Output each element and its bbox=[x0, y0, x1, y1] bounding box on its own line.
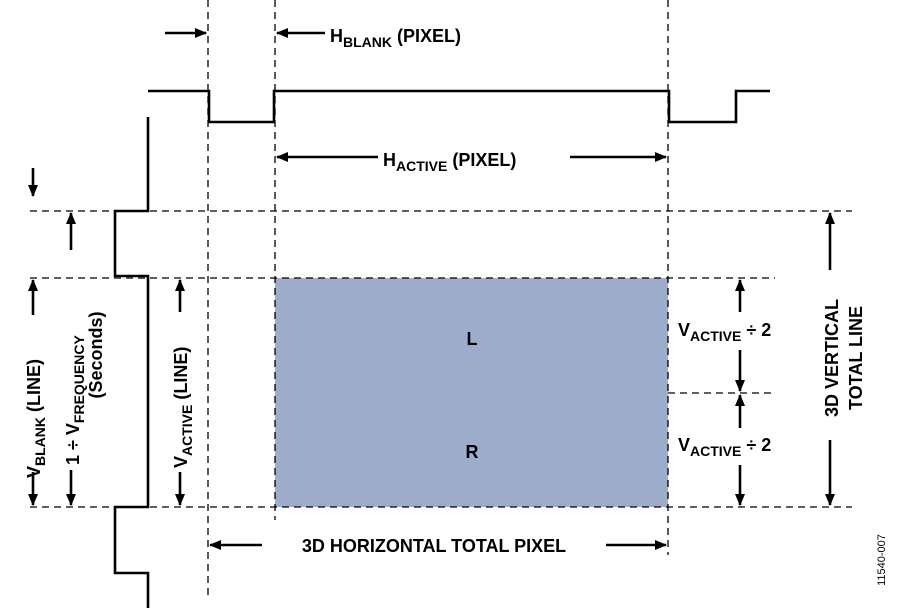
active-area-right bbox=[275, 393, 668, 507]
half-upper-label: VACTIVE ÷ 2 bbox=[678, 320, 771, 344]
vertical-total-label-line1: 3D VERTICAL bbox=[822, 299, 842, 417]
right-frame-label: R bbox=[466, 442, 479, 462]
vsync-waveform bbox=[113, 117, 150, 608]
vblank-label: VBLANK (LINE) bbox=[24, 359, 48, 478]
vactive-label: VACTIVE (LINE) bbox=[171, 347, 195, 468]
hblank-label: HBLANK (PIXEL) bbox=[330, 26, 461, 50]
figure-id: 11540-007 bbox=[876, 534, 888, 586]
left-frame-label: L bbox=[467, 329, 478, 349]
active-area-left bbox=[275, 278, 668, 393]
horizontal-total-label: 3D HORIZONTAL TOTAL PIXEL bbox=[302, 536, 566, 556]
vfreq-seconds-label: (Seconds) bbox=[86, 311, 106, 398]
half-lower-label: VACTIVE ÷ 2 bbox=[678, 435, 771, 459]
hactive-label: HACTIVE (PIXEL) bbox=[383, 150, 516, 174]
vfreq-label: 1 ÷ VFREQUENCY bbox=[63, 335, 87, 465]
vertical-total-label-line2: TOTAL LINE bbox=[846, 306, 866, 410]
hsync-waveform bbox=[148, 89, 770, 124]
